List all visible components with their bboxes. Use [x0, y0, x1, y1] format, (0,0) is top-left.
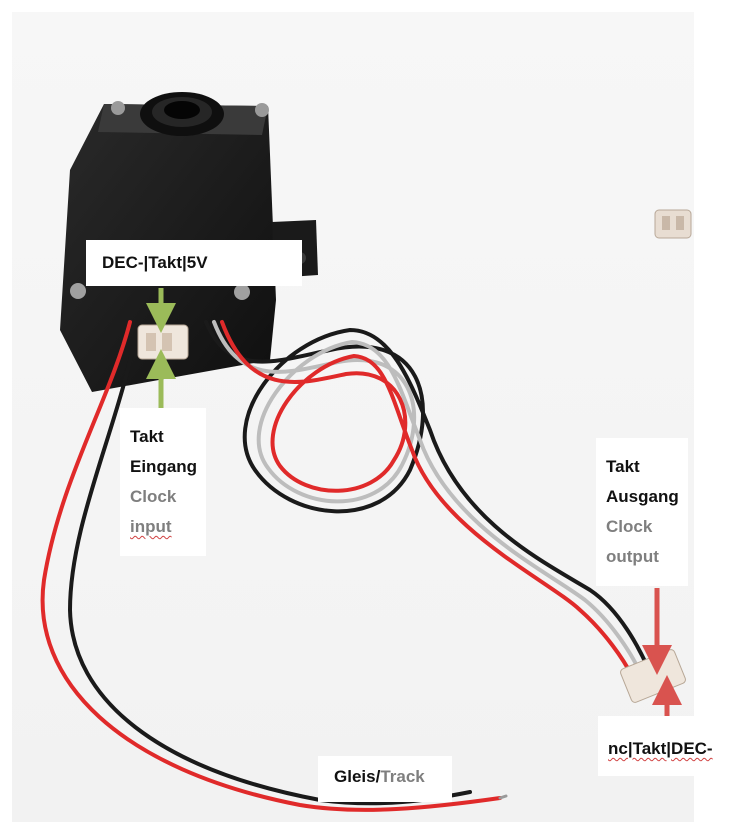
- clock-output-line2: Ausgang: [606, 487, 679, 506]
- clock-output-line1: Takt: [606, 457, 640, 476]
- clock-input-line2: Eingang: [130, 457, 198, 476]
- clock-input-line3: Clock: [130, 487, 177, 506]
- clock-input-line1: Takt: [130, 427, 164, 446]
- clock-input-line4: input: [130, 517, 172, 536]
- spare-connector: [654, 209, 692, 239]
- clock-output-line3: Clock: [606, 517, 653, 536]
- clock-input-label: Takt Eingang Clock input: [120, 408, 206, 556]
- track-text-part2: Track: [380, 767, 425, 786]
- clock-input-line4-wrap: input: [130, 512, 206, 542]
- input-connector: [137, 324, 189, 360]
- track-text-part1: Gleis/: [334, 767, 381, 786]
- wires: [40, 320, 650, 812]
- connector-bottom-text: nc|Takt|DEC-: [608, 739, 713, 758]
- clock-output-line4: output: [606, 547, 659, 566]
- track-label: Gleis/Track: [318, 756, 452, 802]
- connector-bottom-label: nc|Takt|DEC-: [598, 716, 734, 776]
- connector-top-text: DEC-|Takt|5V: [102, 253, 208, 272]
- connector-top-label: DEC-|Takt|5V: [86, 240, 302, 286]
- clock-output-label: Takt Ausgang Clock output: [596, 438, 688, 586]
